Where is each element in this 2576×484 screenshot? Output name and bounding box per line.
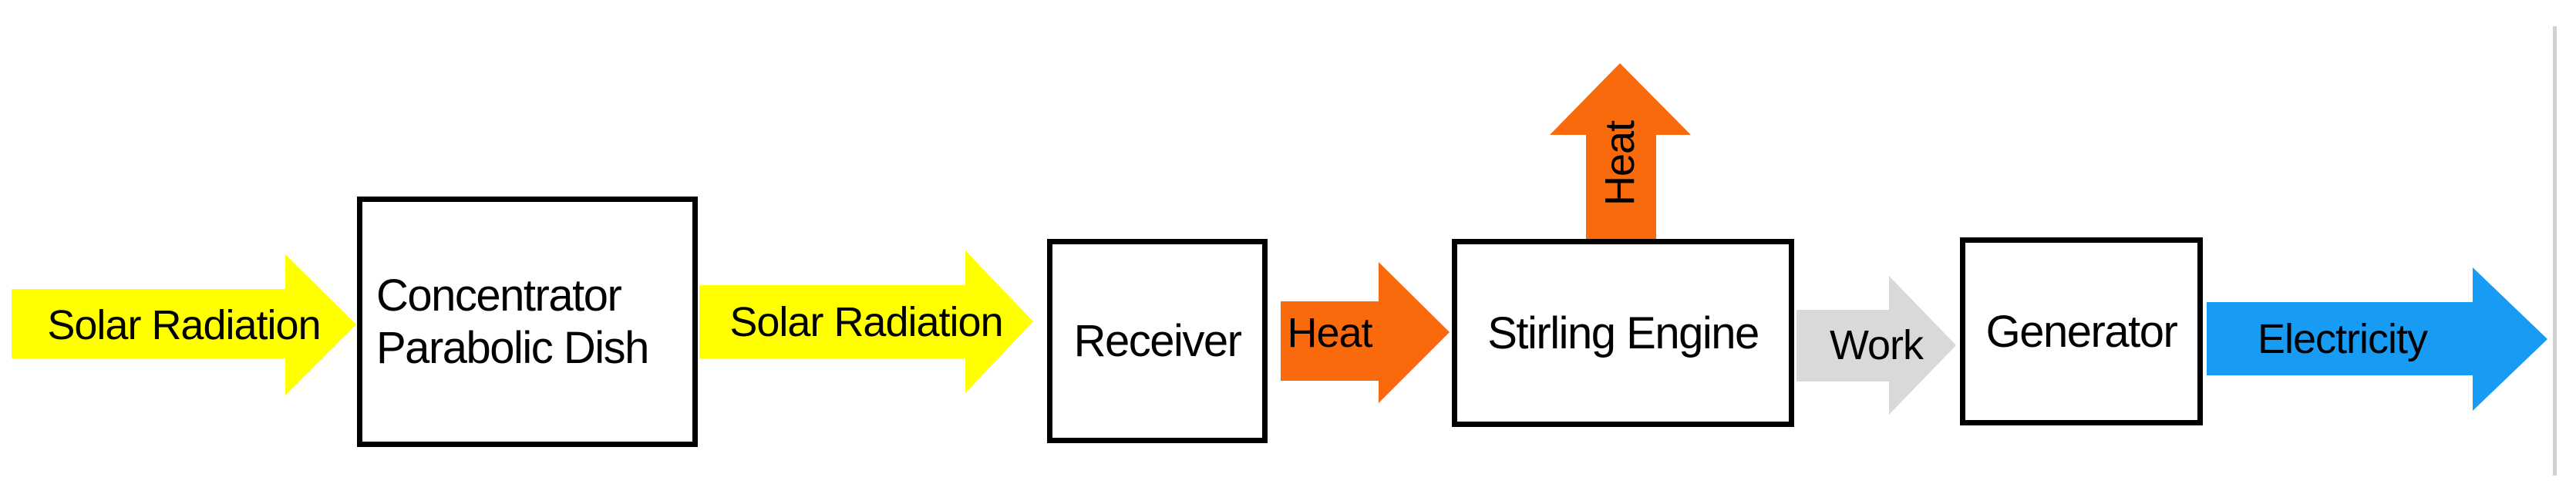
- page-edge-divider: [2553, 26, 2557, 476]
- solar-radiation-label: Solar Radiation: [729, 298, 1003, 345]
- concentrator-label-line2: Parabolic Dish: [376, 322, 649, 373]
- heat-in-label: Heat: [1287, 309, 1372, 356]
- heat-up-arrow-icon: Heat: [1550, 63, 1691, 239]
- concentrator-label-line1: Concentrator: [376, 270, 622, 321]
- receiver-box: Receiver: [1047, 239, 1268, 443]
- work-label: Work: [1829, 322, 1924, 368]
- receiver-label: Receiver: [1073, 316, 1242, 366]
- generator-label: Generator: [1985, 306, 2178, 357]
- electricity-label: Electricity: [2257, 316, 2428, 362]
- stirling-engine-box: Stirling Engine: [1452, 239, 1794, 427]
- concentrator-parabolic-dish-box: Concentrator Parabolic Dish: [357, 197, 698, 447]
- electricity-arrow-icon: Electricity: [2207, 267, 2547, 411]
- heat-arrow-icon: Heat: [1281, 262, 1450, 403]
- concentrator-box-label: Concentrator Parabolic Dish: [376, 270, 649, 375]
- solar-radiation-arrow-icon: Solar Radiation: [12, 254, 356, 395]
- solar-radiation-arrow-icon: Solar Radiation: [699, 250, 1033, 393]
- generator-box: Generator: [1960, 237, 2203, 425]
- stirling-engine-label: Stirling Engine: [1487, 308, 1759, 358]
- heat-rejected-label: Heat: [1597, 120, 1644, 207]
- solar-radiation-label: Solar Radiation: [47, 301, 321, 348]
- work-arrow-icon: Work: [1796, 276, 1956, 415]
